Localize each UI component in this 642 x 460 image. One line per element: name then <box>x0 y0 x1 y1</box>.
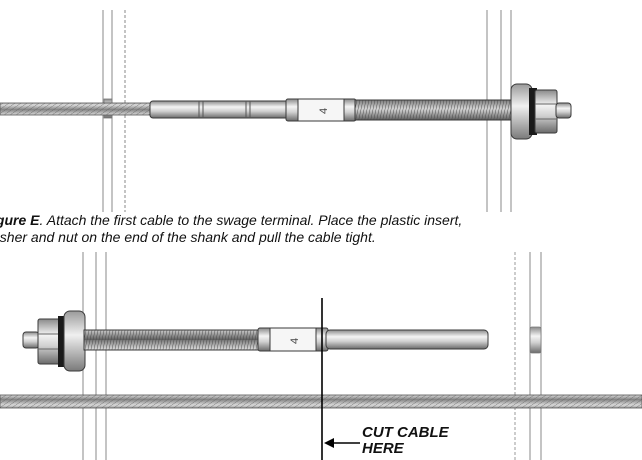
cut-cable-label: CUT CABLE HERE <box>362 425 522 457</box>
bottom-terminal-marking: 4 <box>289 338 301 344</box>
top-shank-tip <box>555 102 572 119</box>
top-nut <box>534 89 558 134</box>
top-washer <box>510 83 537 140</box>
cut-label-line-1: CUT CABLE <box>362 424 449 441</box>
caption-figure-label: igure E <box>0 212 40 228</box>
bottom-left-post <box>82 252 107 460</box>
top-terminal-marking: 4 <box>318 108 330 114</box>
bottom-right-post <box>514 252 542 460</box>
bottom-shank-tip <box>22 331 40 349</box>
bottom-swage-terminal <box>257 327 489 352</box>
cut-label-line-2: HERE <box>362 440 404 457</box>
bottom-threaded-shank <box>83 329 261 351</box>
figure-caption: igure E. Attach the first cable to the s… <box>0 212 642 246</box>
cut-arrow <box>324 438 360 448</box>
top-cable <box>0 102 153 116</box>
caption-line-2: asher and nut on the end of the shank an… <box>0 229 376 245</box>
bottom-washer <box>58 310 86 372</box>
bottom-nut <box>37 318 61 365</box>
top-threaded-shank <box>354 99 517 121</box>
caption-line-1: igure E. Attach the first cable to the s… <box>0 212 642 229</box>
bottom-cable <box>0 394 642 409</box>
top-swage-terminal <box>149 98 357 122</box>
